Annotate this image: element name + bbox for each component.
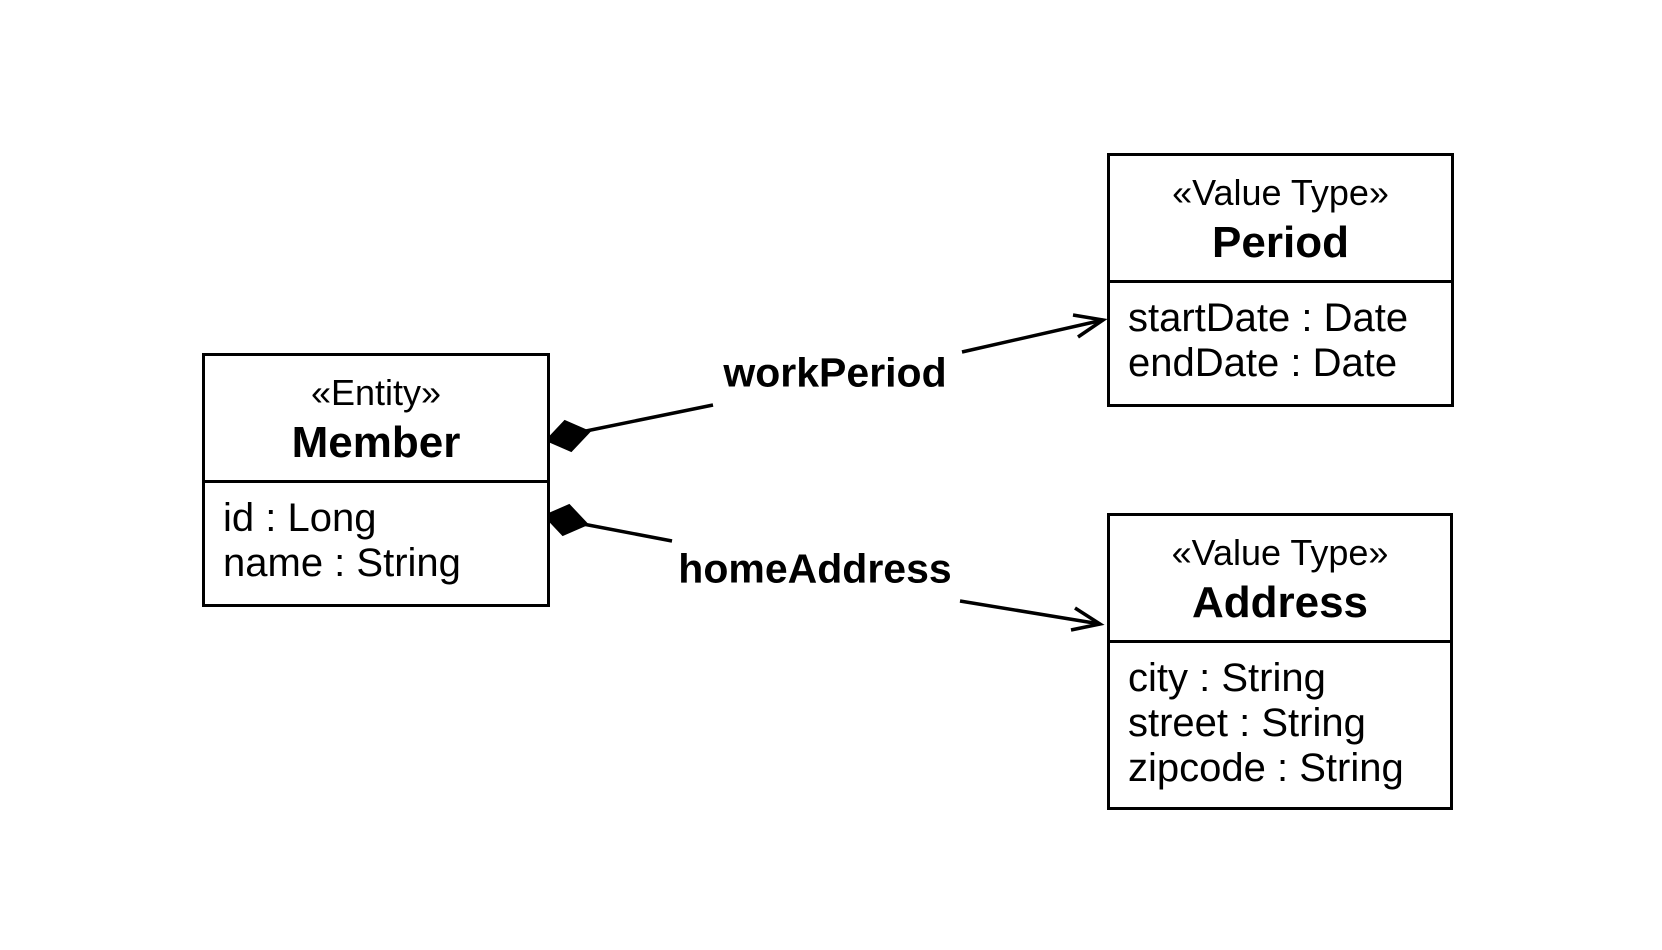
composition-diamond-icon: [545, 419, 591, 453]
class-name: Period: [1212, 218, 1349, 267]
class-attribute: endDate : Date: [1128, 341, 1398, 385]
association-label-workperiod: workPeriod: [723, 349, 947, 396]
class-attribute: id : Long: [223, 496, 377, 540]
arrowhead-icon: [1070, 606, 1105, 632]
association-label-homeaddress: homeAddress: [678, 545, 952, 592]
class-box-member: «Entity» Member id : Long name : String: [202, 353, 550, 607]
class-box-period: «Value Type» Period startDate : Date end…: [1107, 153, 1454, 407]
class-stereotype: «Value Type»: [1172, 172, 1389, 213]
class-name: Member: [291, 418, 461, 467]
association-line-segment: [585, 403, 714, 433]
association-line-segment: [959, 599, 1101, 626]
class-attributes-compartment: city : String street : String zipcode : …: [1110, 643, 1450, 807]
association-line-segment: [582, 522, 673, 543]
class-attribute: zipcode : String: [1128, 746, 1404, 790]
class-attributes-compartment: startDate : Date endDate : Date: [1110, 283, 1451, 404]
class-box-address: «Value Type» Address city : String stree…: [1107, 513, 1453, 810]
class-attribute: city : String: [1128, 656, 1326, 700]
class-attribute: startDate : Date: [1128, 296, 1409, 340]
class-stereotype: «Value Type»: [1171, 532, 1389, 573]
association-line-segment: [961, 318, 1104, 354]
class-title-compartment: «Entity» Member: [205, 356, 547, 483]
class-attribute: street : String: [1128, 701, 1366, 745]
class-attribute: name : String: [223, 541, 461, 585]
class-name: Address: [1191, 578, 1369, 627]
class-attributes-compartment: id : Long name : String: [205, 483, 547, 604]
class-title-compartment: «Value Type» Period: [1110, 156, 1451, 283]
class-title-compartment: «Value Type» Address: [1110, 516, 1450, 643]
composition-diamond-icon: [543, 503, 589, 537]
arrowhead-icon: [1072, 313, 1108, 339]
class-stereotype: «Entity»: [310, 372, 442, 413]
